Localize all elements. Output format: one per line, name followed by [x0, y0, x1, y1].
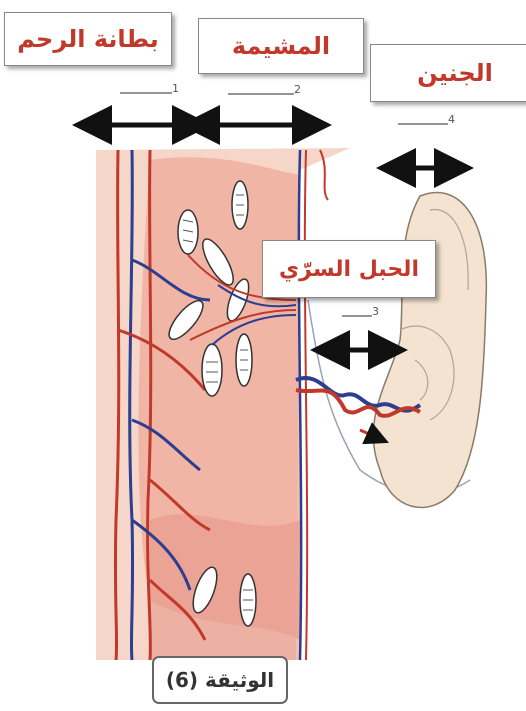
marker-1: 1 [172, 82, 179, 95]
lower-tissue [150, 514, 300, 660]
document-caption: الوثيقة (6) [152, 656, 288, 704]
label-placenta: المشيمة [198, 18, 364, 74]
label-fetus: الجنين [370, 44, 526, 102]
marker-3: 3 [372, 305, 379, 318]
marker-4: 4 [448, 113, 455, 126]
label-umbilical-cord: الحبل السرّي [262, 240, 436, 298]
label-endometrium: بطانة الرحم [4, 12, 172, 66]
marker-2: 2 [294, 83, 301, 96]
